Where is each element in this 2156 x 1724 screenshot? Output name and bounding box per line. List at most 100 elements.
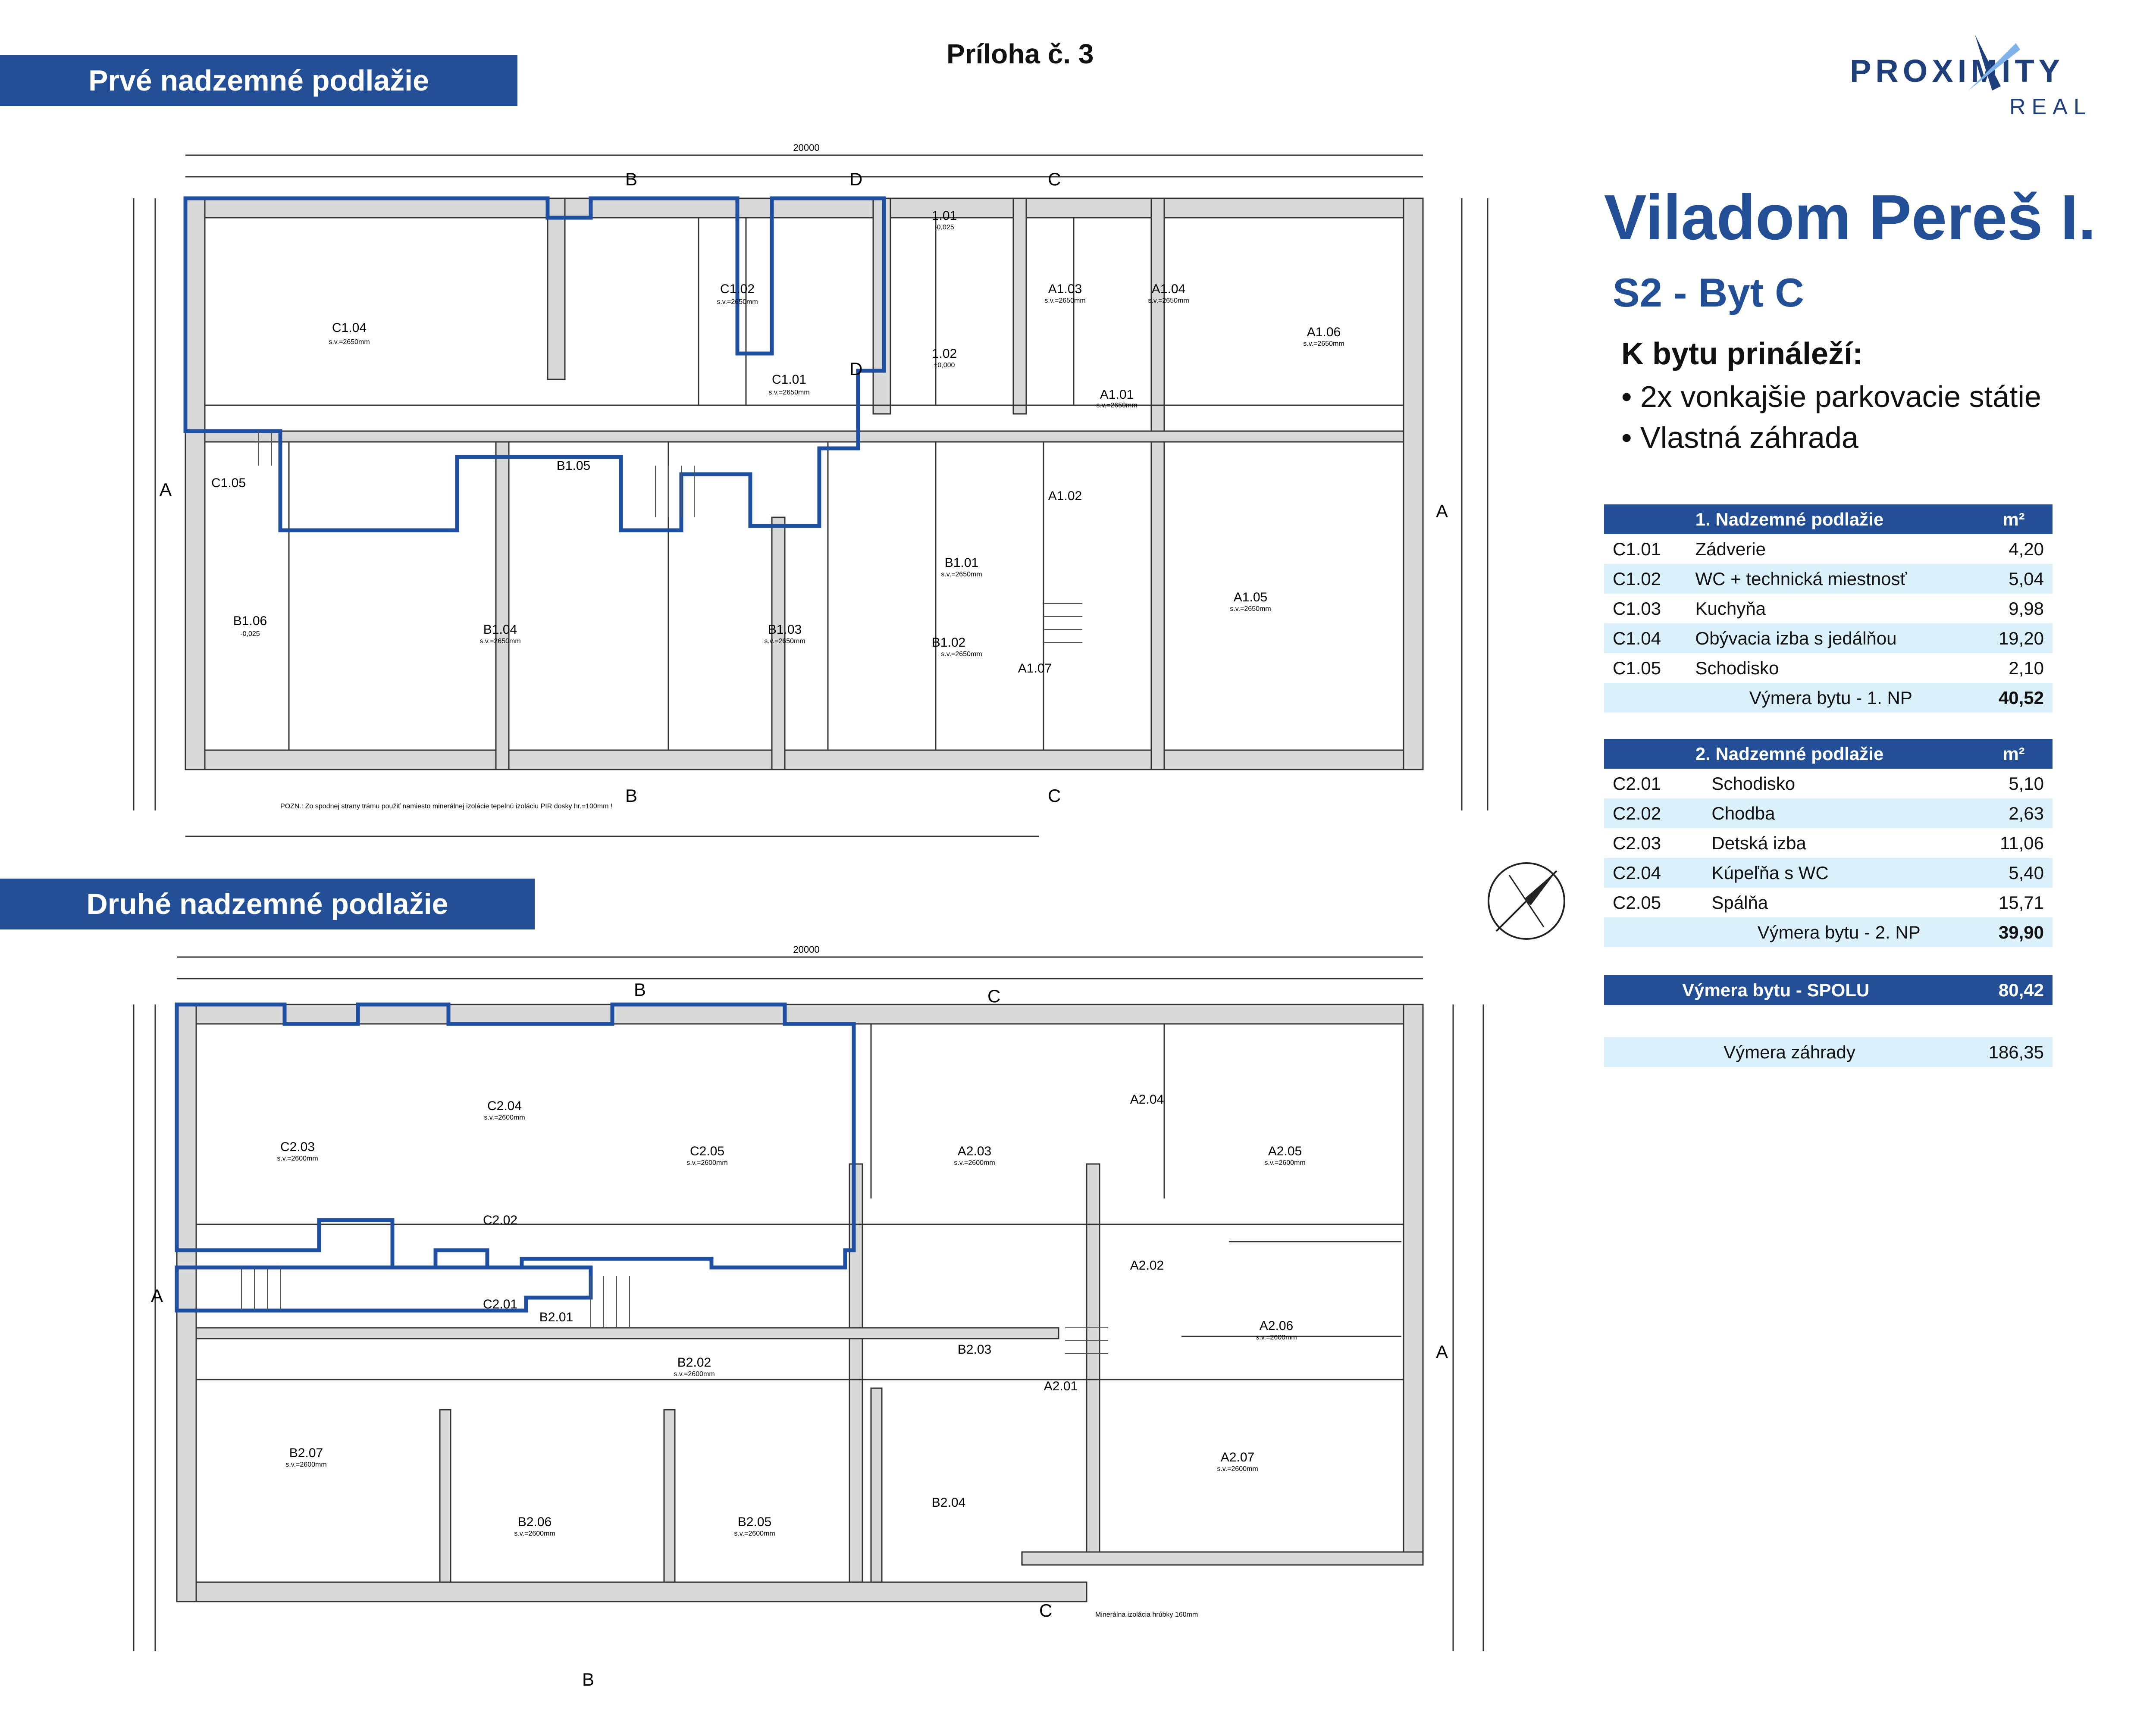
- room-label: C2.03: [280, 1140, 315, 1154]
- total-value: 40,52: [1975, 683, 2053, 713]
- section-label: B: [634, 979, 646, 1000]
- room-label: B1.03: [768, 623, 802, 637]
- total-all-label: Výmera bytu - SPOLU: [1604, 975, 1948, 1005]
- room-area: 2,10: [1975, 653, 2053, 683]
- room-height: -0,025: [934, 224, 954, 231]
- room-height: s.v.=2600mm: [285, 1461, 326, 1468]
- total-value: 39,90: [1975, 917, 2053, 947]
- unit-title: S2 - Byt C: [1613, 270, 1804, 315]
- section-label: A: [151, 1286, 163, 1306]
- room-labels: C1.04 s.v.=2650mm C1.02 s.v.=2650mm C1.0…: [211, 209, 1344, 676]
- room-height: s.v.=2650mm: [768, 389, 809, 396]
- floor1-plan: 20000 C1.04 s.v.=2: [133, 142, 1489, 837]
- room-label: B2.07: [289, 1446, 323, 1460]
- room-name: Spálňa: [1703, 888, 1975, 917]
- room-height: ±0,000: [934, 362, 955, 369]
- room-label: A1.04: [1152, 282, 1185, 296]
- room-area: 5,40: [1975, 858, 2053, 888]
- section-markers: B B C C D D A A: [160, 169, 1448, 806]
- stairs: [241, 1267, 1108, 1354]
- room-label: A2.04: [1130, 1092, 1164, 1107]
- room-label: A1.06: [1307, 325, 1341, 339]
- room-height: s.v.=2650mm: [479, 638, 520, 645]
- room-code: C2.04: [1604, 858, 1703, 888]
- room-height: -0,025: [240, 630, 260, 638]
- room-height: s.v.=2650mm: [1303, 340, 1344, 347]
- room-code: C2.01: [1604, 769, 1703, 798]
- room-label: A1.01: [1100, 388, 1134, 402]
- belongs-item: • 2x vonkajšie parkovacie státie: [1621, 380, 2041, 413]
- room-name: Schodisko: [1703, 769, 1975, 798]
- room-name: Obývacia izba s jedálňou: [1686, 623, 1975, 653]
- room-label: 1.01: [932, 209, 957, 223]
- room-height: s.v.=2650mm: [329, 338, 370, 346]
- exterior-walls: [176, 1004, 1424, 1602]
- logo-accent-icon: [1968, 43, 2020, 91]
- room-area: 9,98: [1975, 594, 2053, 623]
- table-header: 2. Nadzemné podlažie: [1604, 739, 1975, 769]
- room-label: C1.05: [211, 476, 246, 490]
- room-height: s.v.=2650mm: [1044, 297, 1085, 304]
- annex-label: Príloha č. 3: [946, 38, 1094, 69]
- room-height: s.v.=2650mm: [941, 571, 982, 578]
- section-label: A: [1436, 501, 1448, 521]
- room-label: A2.07: [1221, 1450, 1254, 1464]
- apartment-c-outline: [175, 1002, 856, 1313]
- room-label: B2.06: [518, 1515, 552, 1529]
- room-area: 11,06: [1975, 828, 2053, 858]
- room-code: C2.02: [1604, 798, 1703, 828]
- belongs-heading: K bytu prináleží:: [1621, 337, 1863, 371]
- north-arrow-icon: [1488, 862, 1565, 940]
- room-height: s.v.=2650mm: [764, 638, 805, 645]
- room-label: A1.05: [1234, 590, 1267, 604]
- room-area: 5,10: [1975, 769, 2053, 798]
- dimension-lines: [133, 956, 1484, 1651]
- room-area: 15,71: [1975, 888, 2053, 917]
- room-code: C1.03: [1604, 594, 1687, 623]
- room-height: s.v.=2600mm: [686, 1159, 727, 1167]
- room-height: s.v.=2600mm: [277, 1155, 318, 1162]
- room-height: s.v.=2650mm: [1148, 297, 1189, 304]
- room-label: A1.07: [1018, 661, 1052, 676]
- room-label: B2.03: [958, 1342, 991, 1357]
- room-height: s.v.=2600mm: [514, 1530, 555, 1537]
- room-height: s.v.=2600mm: [484, 1114, 525, 1121]
- room-code: C1.04: [1604, 623, 1687, 653]
- table-unit: m²: [1975, 504, 2053, 534]
- room-label: B1.05: [557, 459, 590, 473]
- interior-walls: [205, 218, 1404, 750]
- room-label: A1.02: [1048, 489, 1082, 503]
- room-label: C2.01: [483, 1297, 517, 1311]
- room-label: A1.03: [1048, 282, 1082, 296]
- room-area: 4,20: [1975, 534, 2053, 564]
- room-height: s.v.=2600mm: [1264, 1159, 1305, 1167]
- room-code: C1.05: [1604, 653, 1687, 683]
- room-height: s.v.=2650mm: [1096, 402, 1137, 409]
- room-label: B1.01: [945, 556, 978, 570]
- section-label: D: [849, 169, 862, 189]
- room-height: s.v.=2600mm: [674, 1370, 714, 1378]
- exterior-walls: [185, 197, 1424, 770]
- plan-note: POZN.: Zo spodnej strany trámu použiť na…: [280, 803, 612, 810]
- room-code: C2.05: [1604, 888, 1703, 917]
- room-name: Zádverie: [1686, 534, 1975, 564]
- garden-label: Výmera záhrady: [1604, 1037, 1975, 1067]
- stairs: [258, 431, 1082, 643]
- room-height: s.v.=2600mm: [1256, 1334, 1297, 1341]
- room-label: C2.05: [690, 1144, 724, 1158]
- dimension-lines: [133, 154, 1489, 837]
- room-label: B2.01: [539, 1310, 573, 1324]
- room-code: C1.01: [1604, 534, 1687, 564]
- room-label: B2.04: [932, 1496, 965, 1510]
- section-label: B: [625, 785, 637, 806]
- room-name: WC + technická miestnosť: [1686, 564, 1975, 594]
- section-label: A: [160, 479, 172, 500]
- project-title: Viladom Pereš I.: [1604, 182, 2096, 253]
- table-header: 1. Nadzemné podlažie: [1604, 504, 1975, 534]
- room-name: Detská izba: [1703, 828, 1975, 858]
- room-label: C1.01: [772, 372, 806, 387]
